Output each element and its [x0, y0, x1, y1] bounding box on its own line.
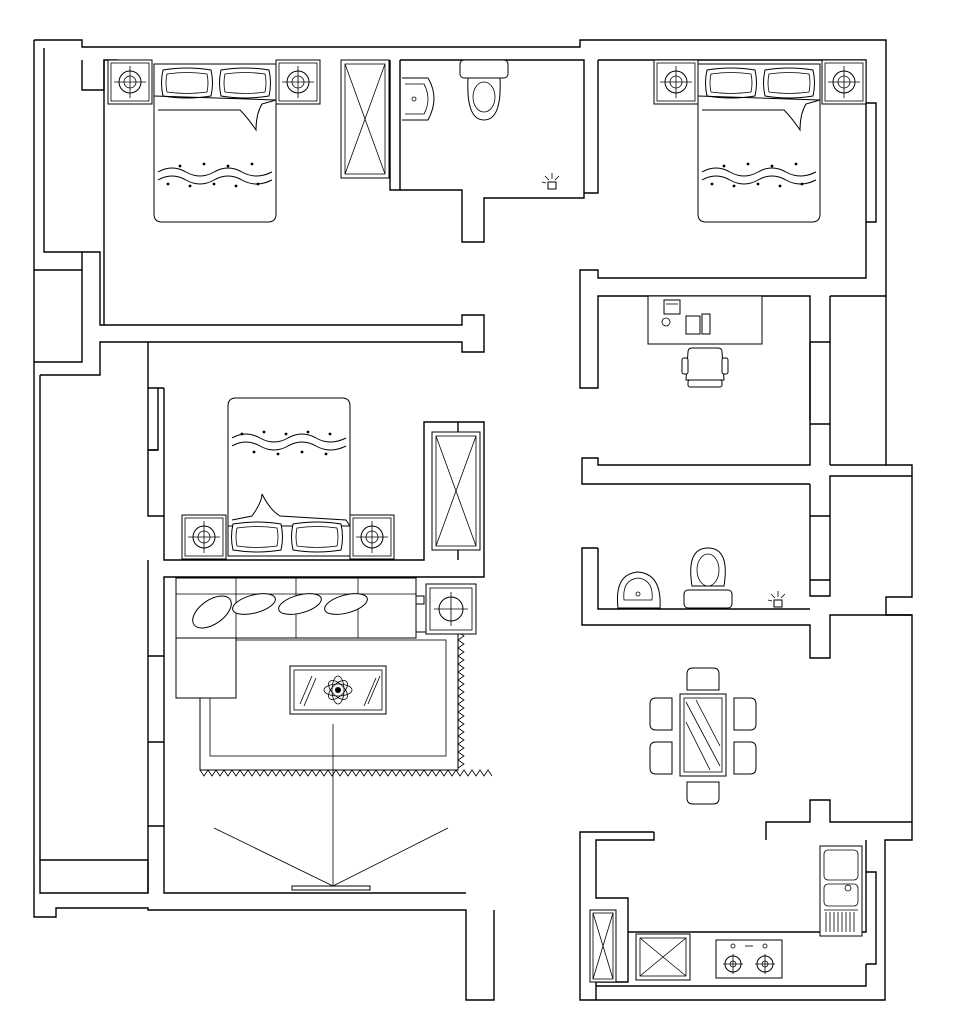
- floor-drain-icon: [767, 590, 786, 608]
- dining-table-icon: [679, 693, 727, 777]
- nightstand-icon: [275, 59, 321, 105]
- walls: [33, 39, 913, 1001]
- kitchen-sink-icon: [819, 845, 863, 937]
- bedroom-middle: [181, 397, 481, 560]
- bathroom-middle: [616, 547, 786, 609]
- wardrobe-icon: [340, 59, 390, 179]
- coffee-table-icon: [289, 665, 387, 715]
- nightstand-icon: [181, 514, 227, 560]
- sofa-icon: [175, 577, 425, 699]
- sink-icon: [616, 571, 661, 609]
- nightstand-icon: [349, 514, 395, 560]
- bathroom-north: [402, 59, 560, 190]
- double-bed-icon: [697, 63, 821, 223]
- sink-icon: [402, 77, 435, 121]
- double-bed-icon: [227, 397, 351, 557]
- wardrobe-icon: [589, 909, 617, 983]
- toilet-icon: [683, 547, 733, 609]
- double-bed-icon: [153, 63, 277, 223]
- floor-drain-icon: [541, 172, 560, 190]
- nightstand-icon: [653, 59, 699, 105]
- stove-icon: [715, 939, 783, 979]
- study: [647, 295, 763, 388]
- chair-icon: [686, 781, 720, 805]
- nightstand-icon: [821, 59, 867, 105]
- chair-icon: [649, 741, 673, 775]
- tv-icon: [213, 724, 449, 891]
- cabinet-icon: [635, 933, 691, 981]
- side-table-icon: [425, 583, 477, 635]
- bedroom-north-east: [653, 59, 867, 223]
- chair-icon: [649, 697, 673, 731]
- dining-room: [649, 667, 757, 805]
- wardrobe-icon: [431, 431, 481, 551]
- bedroom-north-west: [107, 59, 390, 223]
- living-room: [175, 577, 493, 891]
- kitchen: [589, 845, 863, 983]
- chair-icon: [686, 667, 720, 691]
- toilet-icon: [459, 59, 509, 121]
- chair-icon: [733, 697, 757, 731]
- chair-icon: [733, 741, 757, 775]
- phone-icon: [661, 299, 681, 327]
- chair-icon: [681, 347, 729, 388]
- nightstand-icon: [107, 59, 153, 105]
